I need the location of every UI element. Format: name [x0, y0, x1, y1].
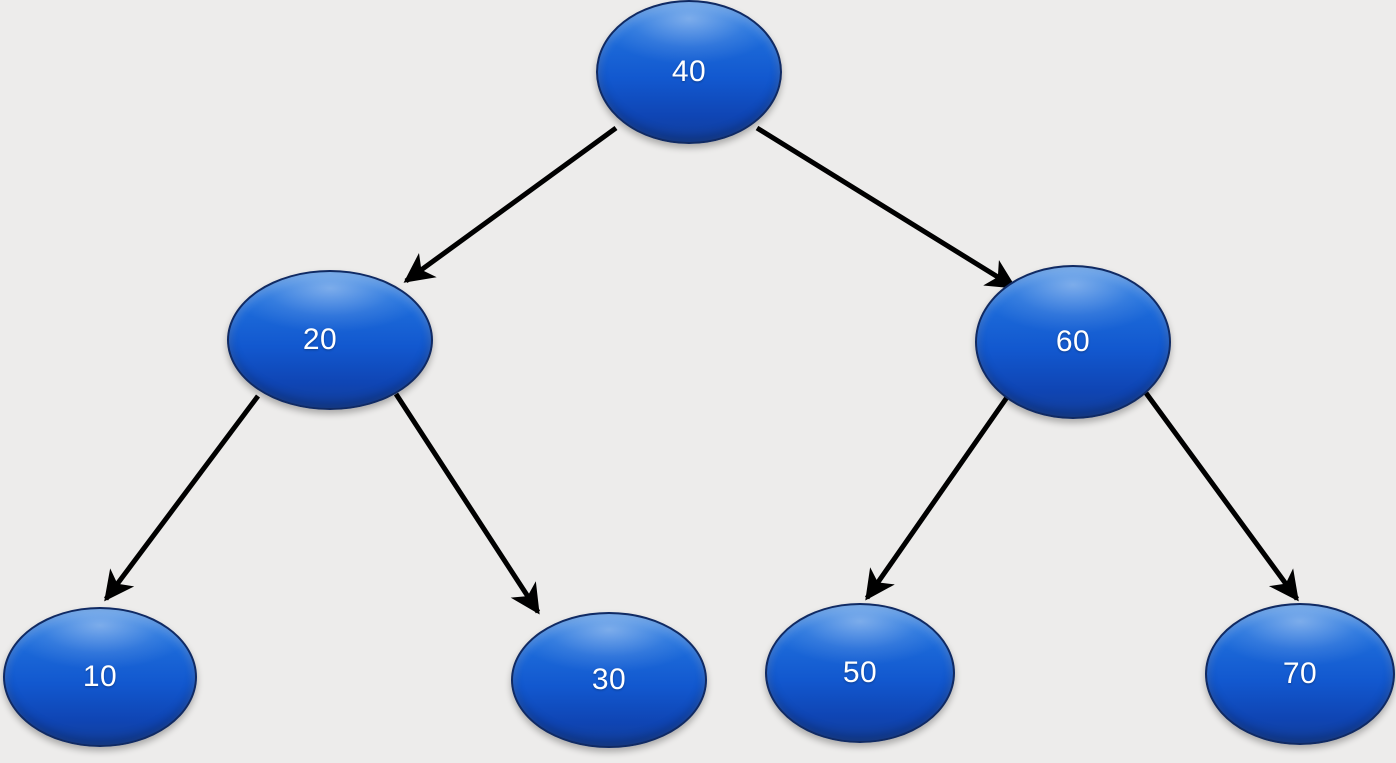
tree-node-50[interactable]: 50: [765, 603, 955, 743]
tree-node-20[interactable]: 20: [227, 270, 433, 410]
tree-node-70[interactable]: 70: [1205, 603, 1395, 745]
tree-node-label: 50: [842, 656, 878, 689]
tree-node-label: 40: [671, 55, 707, 88]
tree-node-60[interactable]: 60: [975, 265, 1171, 419]
tree-edge-40-to-20: [403, 125, 618, 284]
tree-edges: [103, 125, 1300, 615]
tree-node-label: 30: [591, 663, 627, 696]
tree-node-label: 10: [82, 660, 118, 693]
tree-node-30[interactable]: 30: [511, 612, 707, 748]
tree-edge-60-to-50: [864, 391, 1013, 601]
tree-edge-20-to-30: [393, 392, 541, 615]
tree-node-label: 20: [302, 323, 338, 356]
tree-edge-20-to-10: [103, 394, 261, 602]
tree-node-label: 60: [1055, 325, 1091, 358]
tree-node-label: 70: [1282, 657, 1318, 690]
tree-node-40[interactable]: 40: [596, 0, 782, 144]
tree-edge-40-to-60: [755, 125, 1017, 290]
tree-edge-60-to-70: [1143, 391, 1300, 602]
tree-node-10[interactable]: 10: [3, 607, 197, 747]
